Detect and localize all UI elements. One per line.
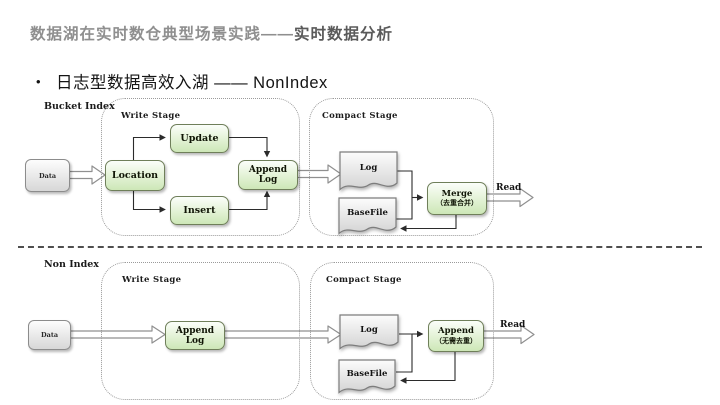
connector-update-to-appendlog [227, 136, 271, 158]
nonindex-basefile-label: BaseFile [346, 369, 388, 380]
arrow-appendlog-to-compact [296, 164, 342, 184]
page-title: 数据湖在实时数仓典型场景实践——实时数据分析 [30, 22, 393, 44]
bullet-marker: • [36, 74, 41, 89]
bucket-read-label: Read [496, 183, 522, 193]
bucket-data-node: Data [25, 159, 70, 192]
nonindex-basefile-doc: BaseFile [338, 359, 396, 399]
bucket-log-doc-shape [339, 151, 398, 191]
bullet-text: 日志型数据高效入湖 —— NonIndex [56, 74, 328, 92]
arrow-data-to-location [67, 165, 106, 185]
nonindex-appendlog-node: Append Log [165, 321, 225, 350]
connector-insert-to-appendlog [227, 190, 271, 211]
arrow-append-read [482, 324, 535, 345]
arrow-merge-read [485, 187, 534, 208]
connector-log-basefile-bus-2 [396, 333, 413, 373]
bucket-basefile-doc: BaseFile [338, 197, 397, 240]
nonindex-compact-stage-label: Compact Stage [326, 275, 402, 285]
section-divider [18, 246, 702, 248]
bucket-location-node: Location [105, 160, 165, 191]
page-title-highlight: 实时数据分析 [294, 26, 394, 43]
bucket-update-node: Update [170, 124, 229, 153]
bullet-line: • 日志型数据高效入湖 —— NonIndex [36, 69, 328, 93]
bucket-insert-node: Insert [170, 196, 229, 225]
arrow-data-to-appendlog [69, 325, 166, 344]
block-arrows [67, 164, 535, 345]
nonindex-log-doc-shape [339, 314, 399, 350]
bucket-log-doc: Log [339, 151, 398, 196]
bucket-write-stage-box [101, 98, 300, 236]
bucket-merge-node: Merge （去重合并） [427, 182, 487, 215]
connector-location-to-update [132, 134, 166, 160]
page-title-main: 数据湖在实时数仓典型场景实践—— [30, 26, 295, 43]
connector-append-to-basefile [400, 350, 456, 384]
nonindex-append-title: Append [437, 326, 474, 337]
nonindex-data-node: Data [28, 320, 71, 350]
nonindex-basefile-doc-shape [338, 359, 396, 394]
connector-location-to-insert [132, 189, 166, 213]
bucket-basefile-doc-shape [338, 197, 397, 235]
nonindex-append-note: （无需去重） [435, 335, 477, 345]
nonindex-append-node: Append （无需去重） [428, 320, 484, 352]
nonindex-log-doc: Log [339, 314, 399, 355]
nonindex-compact-stage-box [310, 262, 494, 400]
nonindex-write-stage-box [101, 262, 300, 400]
bucket-write-stage-label: Write Stage [121, 111, 181, 121]
connector-merge-to-basefile [400, 213, 457, 232]
non-index-label: Non Index [44, 259, 99, 270]
bucket-index-label: Bucket Index [44, 101, 115, 112]
bucket-compact-stage-label: Compact Stage [322, 111, 398, 121]
bucket-compact-stage-box [309, 98, 494, 236]
nonindex-read-label: Read [500, 320, 526, 330]
nonindex-flow-connectors [396, 330, 456, 384]
nonindex-write-stage-label: Write Stage [122, 275, 182, 285]
bucket-basefile-label: BaseFile [347, 208, 388, 219]
bucket-merge-title: Merge [441, 188, 473, 199]
bucket-appendlog-node: Append Log [238, 160, 298, 190]
arrow-appendlog-to-compact-2 [223, 325, 342, 344]
nonindex-log-label: Log [360, 324, 378, 335]
bucket-merge-note: （去重合并） [436, 198, 478, 208]
connector-log-basefile-bus [396, 170, 413, 220]
bucket-log-label: Log [359, 162, 378, 173]
bucket-flow-connectors [132, 134, 457, 232]
